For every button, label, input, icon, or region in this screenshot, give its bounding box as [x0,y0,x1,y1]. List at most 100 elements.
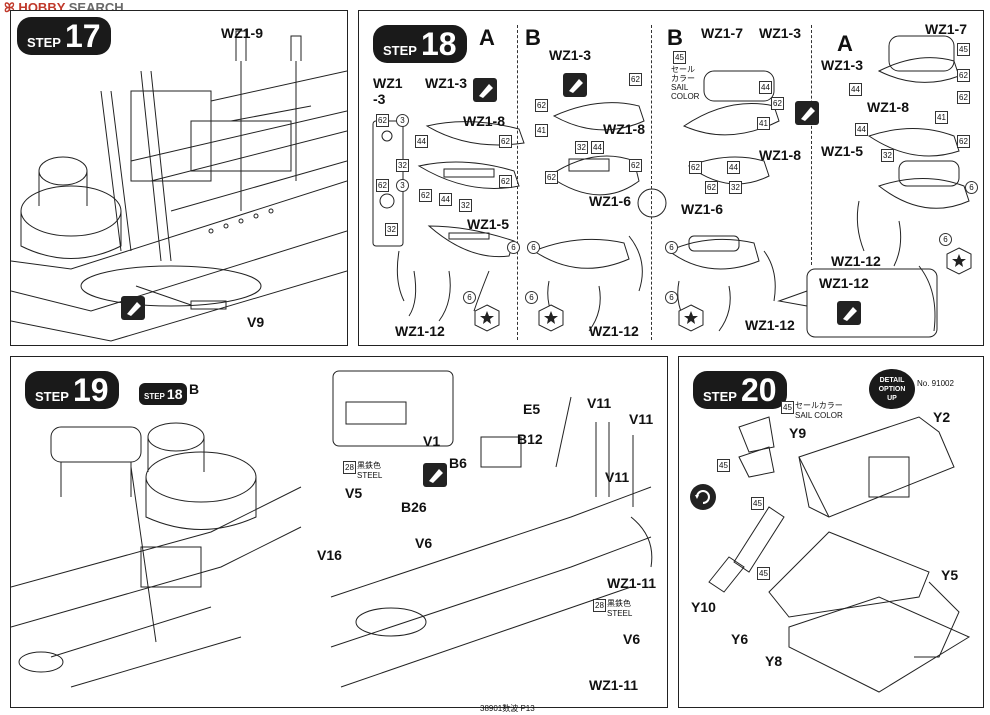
step17-ship-drawing [11,30,347,342]
step17-badge: STEP 17 [17,17,111,55]
part-label-y6: Y6 [731,631,749,647]
paint-name-jp: 黒鉄色 [607,599,631,608]
part-label-v11: V11 [605,469,630,485]
color-code: 62 [545,171,558,184]
divider [811,25,812,265]
part-label-y5: Y5 [941,567,959,583]
part-label-wz1-7: WZ1-7 [701,25,743,41]
detail-line3: UP [887,395,897,402]
variant-label-a: A [479,25,495,50]
part-label-v5: V5 [345,485,363,501]
color-code: 6 [665,241,678,254]
step18-boats-drawing [372,35,970,338]
part-label-y9: Y9 [789,425,807,441]
color-code: 62 [535,99,548,112]
part-label-wz1-7: WZ1-7 [925,21,967,37]
part-label-v11: V11 [587,395,612,411]
part-label-wz1-3: WZ1-3 [821,57,863,73]
color-code: 41 [535,124,548,137]
color-code: 6 [525,291,538,304]
step20-parts-drawing [708,416,971,693]
step20-badge: STEP 20 [693,371,787,409]
color-code: 41 [757,117,770,130]
part-label-wz1-12: WZ1-12 [745,317,795,333]
step19-deck-drawing [11,370,653,688]
color-code: 32 [385,223,398,236]
color-code: 45 [757,567,770,580]
color-code: 45 [957,43,970,56]
part-label-v1: V1 [423,433,441,449]
part-label-wz1-8: WZ1-8 [867,99,909,115]
glue-icon [835,299,863,327]
color-code: 62 [376,179,389,192]
color-code: 3 [396,114,409,127]
part-label-wz1-12: WZ1-12 [589,323,639,339]
color-code: 44 [591,141,604,154]
color-code: 32 [575,141,588,154]
color-code: 62 [376,114,389,127]
step18-badge: STEP 18 [373,25,467,63]
color-code: 62 [499,175,512,188]
color-code: 6 [965,181,978,194]
color-code: 62 [705,181,718,194]
step-number: 17 [64,18,101,54]
color-code: 44 [727,161,740,174]
detail-line1: DETAIL [879,377,905,384]
paint-name-jp: 黒鉄色 [357,461,381,470]
step-word: STEP [35,389,69,404]
part-label-wz1-9: WZ1-9 [221,25,263,41]
part-label-y10: Y10 [691,599,716,615]
color-code: 3 [396,179,409,192]
star-decal-icon [473,304,501,332]
color-code: 62 [499,135,512,148]
part-label-wz1-8: WZ1-8 [463,113,505,129]
star-decal-icon [537,304,565,332]
step-word: STEP [703,389,737,404]
color-code: 32 [396,159,409,172]
color-code: 32 [729,181,742,194]
color-code: 44 [759,81,772,94]
ref-num: 18 [166,386,183,402]
detail-line2: OPTION [878,386,906,393]
paint-name-en: SAIL COLOR [795,411,843,420]
ref-word: STEP [144,392,165,401]
part-label-y8: Y8 [765,653,783,669]
part-label-wz1-3: WZ1-3 [759,25,801,41]
color-code: 28 [593,599,606,612]
color-code: 62 [957,69,970,82]
color-code: 28 [343,461,356,474]
variant-label-b: B [667,25,683,50]
part-label-v6: V6 [415,535,433,551]
part-label-v11: V11 [629,411,654,427]
color-code: 62 [957,91,970,104]
step-word: STEP [383,43,417,58]
step-number: 19 [72,372,109,408]
variant-label-b: B [525,25,541,50]
color-code: 44 [855,123,868,136]
divider [651,25,652,340]
step17-panel: STEP 17 WZ1-9 V9 [10,10,348,346]
step-word: STEP [27,35,61,50]
part-label-wz1-5: WZ1-5 [467,216,509,232]
color-code: 6 [463,291,476,304]
part-label-v9: V9 [247,314,265,330]
glue-icon [793,99,821,127]
detail-up-badge: DETAIL OPTION UP [869,369,915,409]
color-code: 62 [629,159,642,172]
step-number: 20 [740,372,777,408]
color-code: 45 [781,401,794,414]
step-number: 18 [420,26,457,62]
color-code: 44 [439,193,452,206]
color-code: 6 [939,233,952,246]
glue-icon [561,71,589,99]
color-code: 44 [415,135,428,148]
part-label-wz1-3: WZ1-3 [425,75,467,91]
part-label-wz1-3: WZ1-3 [549,47,591,63]
color-code: 6 [665,291,678,304]
paint-name-en: STEEL [357,471,383,480]
step19-badge: STEP 19 [25,371,119,409]
color-code: 32 [881,149,894,162]
part-label-wz1-12: WZ1-12 [831,253,881,269]
step18-panel: STEP 18 A B B A WZ1 -3 WZ1-3 WZ1-8 WZ1-5… [358,10,984,346]
callout-label-wz1-12: WZ1-12 [819,275,869,291]
